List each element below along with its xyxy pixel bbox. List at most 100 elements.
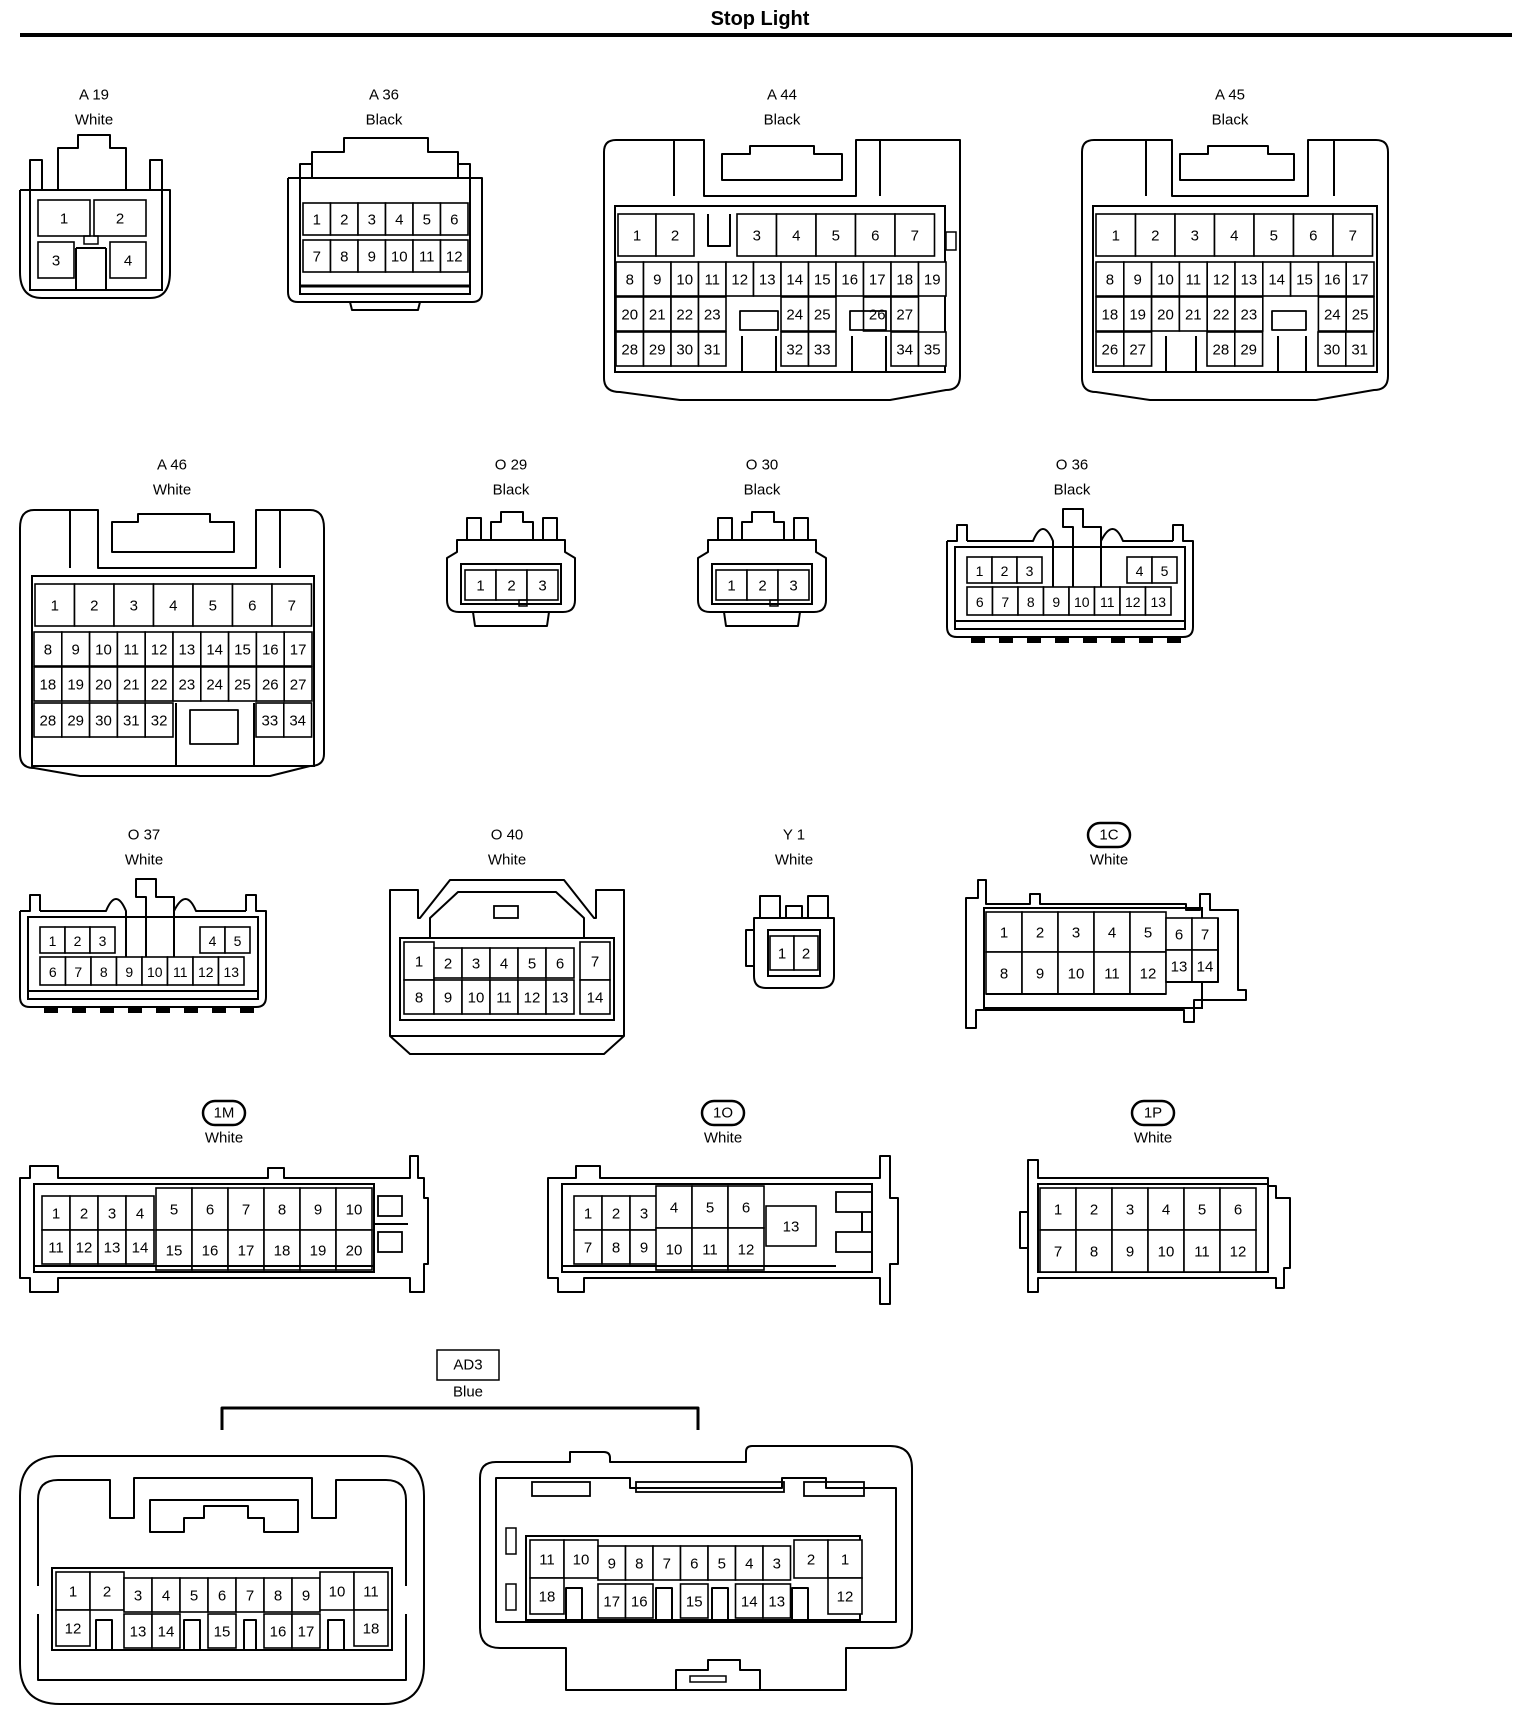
pin-number: 2 — [612, 1206, 620, 1223]
pin-number: 7 — [288, 598, 296, 615]
pin-number: 31 — [123, 713, 140, 730]
pin-number: 8 — [274, 1588, 282, 1605]
pin-number: 5 — [209, 598, 217, 615]
pin-number: 9 — [640, 1240, 648, 1257]
pin-cell — [1119, 586, 1147, 616]
pin-cell — [890, 296, 920, 332]
pin-number: 3 — [1072, 925, 1080, 942]
housing-part — [311, 137, 459, 178]
pin-number: 35 — [924, 342, 941, 359]
pin-number: 15 — [814, 272, 831, 289]
pin-number: 1 — [476, 578, 484, 595]
pin-cell — [1345, 261, 1375, 297]
pin-number: 3 — [753, 228, 761, 245]
pin-number: 14 — [158, 1624, 175, 1641]
pin-number: 9 — [1134, 272, 1142, 289]
housing-part — [446, 539, 576, 613]
pin-cell — [88, 702, 119, 738]
pin-cell — [985, 911, 1023, 953]
connector-color: White — [1090, 852, 1128, 869]
pin-number: 13 — [1150, 594, 1166, 610]
pin-number: 27 — [290, 677, 307, 694]
pin-cell — [1183, 1229, 1221, 1273]
housing-part — [603, 139, 961, 401]
pin-number: 5 — [1198, 1202, 1206, 1219]
pin-cell — [263, 1187, 301, 1231]
pin-cell — [55, 1609, 91, 1647]
housing-tab — [1055, 637, 1069, 643]
pin-number: 25 — [814, 307, 831, 324]
pin-number: 14 — [1268, 272, 1285, 289]
pin-cell — [319, 1571, 355, 1611]
housing-part — [547, 1155, 899, 1305]
connector-color: White — [1134, 1130, 1172, 1147]
pin-cell — [1123, 261, 1153, 297]
connector-color: White — [775, 852, 813, 869]
pin-cell — [573, 1195, 603, 1231]
pin-cell — [88, 666, 119, 702]
connector-code: O 40 — [491, 827, 524, 844]
pin-cell — [629, 1229, 659, 1265]
pin-number: 7 — [74, 964, 82, 980]
pin-number: 11 — [48, 1240, 64, 1257]
housing-part — [173, 898, 246, 912]
pin-cell — [1191, 949, 1219, 983]
connector-code: O 29 — [495, 457, 528, 474]
pin-cell — [283, 631, 313, 667]
pin-number: 3 — [368, 212, 376, 229]
pin-number: 1 — [633, 228, 641, 245]
pin-cell — [529, 1577, 565, 1615]
connector-color: White — [75, 112, 113, 129]
pin-cell — [255, 702, 285, 738]
housing-part — [1019, 1211, 1028, 1249]
pin-cell — [793, 935, 819, 971]
pin-cell — [734, 1545, 764, 1581]
pin-number: 10 — [329, 1584, 346, 1601]
pin-number: 18 — [363, 1621, 380, 1638]
pin-number: 1 — [51, 598, 59, 615]
pin-number: 5 — [832, 228, 840, 245]
pin-cell — [97, 1229, 127, 1265]
pin-number: 8 — [278, 1202, 286, 1219]
pin-cell — [615, 296, 645, 332]
connector-color: Black — [1054, 482, 1091, 499]
pin-cell — [235, 1577, 265, 1613]
pin-number: 2 — [103, 1584, 111, 1601]
housing-part — [675, 1659, 761, 1690]
housing-tab — [100, 1007, 114, 1013]
pin-number: 8 — [44, 642, 52, 659]
housing-part — [69, 509, 281, 568]
pin-number: 7 — [911, 228, 919, 245]
pin-number: 20 — [621, 307, 638, 324]
housing-part — [711, 563, 813, 605]
housing-part — [518, 599, 528, 607]
pin-number: 9 — [125, 964, 133, 980]
pin-cell — [1234, 331, 1264, 367]
pin-number: 18 — [1102, 307, 1119, 324]
pin-number: 10 — [1068, 966, 1085, 983]
pin-number: 29 — [67, 713, 84, 730]
pin-number: 4 — [136, 1206, 144, 1223]
title-rule — [20, 33, 1512, 37]
housing-part — [349, 301, 421, 311]
housing-part — [835, 1191, 873, 1213]
pin-number: 16 — [262, 642, 279, 659]
connector-code: A 45 — [1215, 87, 1245, 104]
pin-cell — [271, 583, 313, 627]
pin-cell — [207, 1577, 237, 1613]
pin-number: 2 — [671, 228, 679, 245]
pin-cell — [412, 239, 442, 273]
pin-cell — [144, 631, 174, 667]
housing-part — [29, 189, 163, 291]
pin-cell — [752, 261, 782, 297]
connector-badge — [1130, 1099, 1176, 1127]
pin-cell — [1129, 951, 1167, 995]
housing-part — [835, 1231, 873, 1253]
connector-code: 1M — [214, 1105, 235, 1122]
pin-cell — [1021, 911, 1059, 953]
